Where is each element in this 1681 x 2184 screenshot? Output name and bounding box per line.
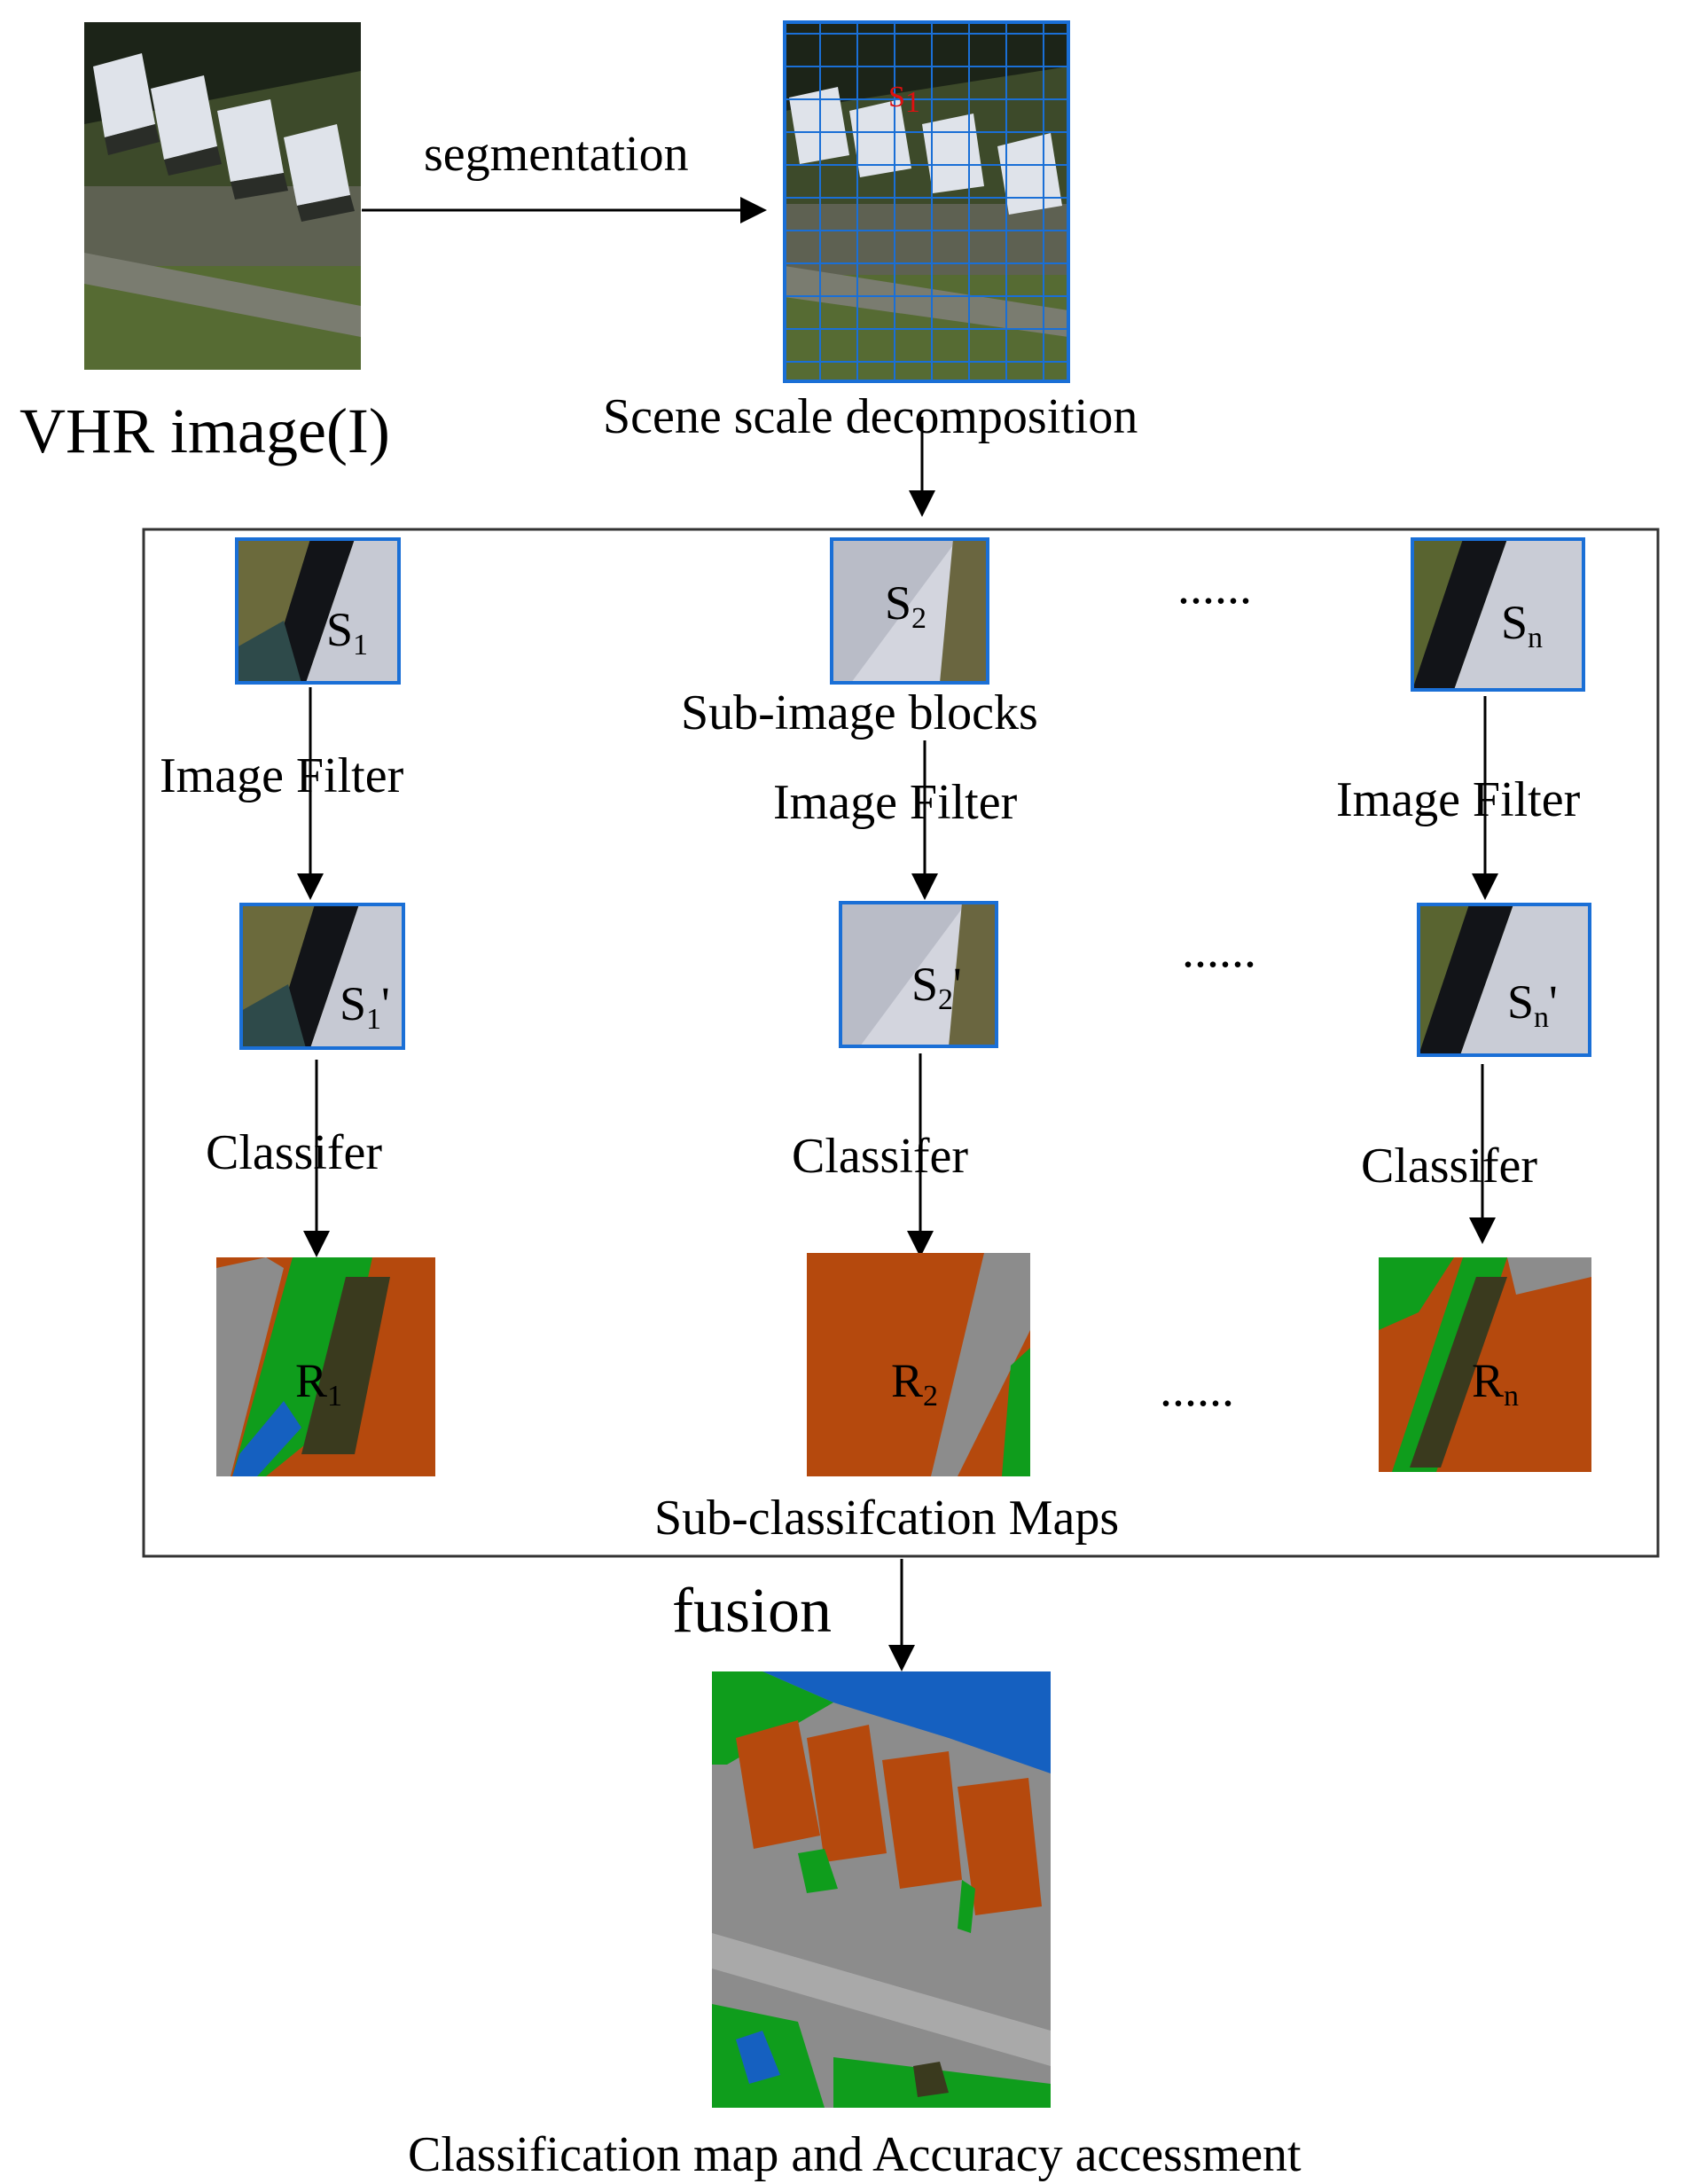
sub-maps-ellipsis: ...... bbox=[1160, 1362, 1234, 1417]
sub-block-n bbox=[1411, 537, 1585, 692]
sub-block-1-label: S1 bbox=[326, 603, 368, 661]
sub-block-n-label: Sn bbox=[1501, 596, 1543, 654]
sub-map-n-label: Rn bbox=[1472, 1354, 1519, 1413]
sub-maps-caption: Sub-classifcation Maps bbox=[654, 1491, 1119, 1546]
sub-block-2 bbox=[830, 537, 989, 685]
sub-map-2 bbox=[807, 1253, 1030, 1476]
sub-block-1 bbox=[235, 537, 401, 685]
sub-processing-frame bbox=[142, 528, 1660, 1558]
classifier-label-2: Classifer bbox=[792, 1129, 968, 1184]
filtered-blocks-ellipsis: ...... bbox=[1182, 923, 1256, 978]
final-map-caption: Classification map and Accuracy accessme… bbox=[408, 2127, 1302, 2182]
decomposed-image bbox=[783, 20, 1070, 383]
sub-map-n bbox=[1379, 1257, 1591, 1472]
vhr-input-image bbox=[84, 22, 361, 370]
fusion-label: fusion bbox=[672, 1575, 832, 1646]
filter-label-n: Image Filter bbox=[1336, 772, 1581, 827]
filtered-block-1-label: S1' bbox=[340, 977, 390, 1036]
segmentation-label: segmentation bbox=[424, 127, 689, 182]
filtered-block-2 bbox=[839, 901, 998, 1048]
filtered-block-n-label: Sn' bbox=[1507, 975, 1558, 1034]
classifier-label-n: Classifer bbox=[1361, 1139, 1537, 1194]
sub-map-2-label: R2 bbox=[891, 1354, 938, 1413]
vhr-image-caption: VHR image(I) bbox=[20, 395, 390, 466]
sub-map-1 bbox=[216, 1257, 435, 1476]
sub-map-1-label: R1 bbox=[295, 1354, 342, 1413]
filtered-block-2-label: S2' bbox=[911, 958, 962, 1016]
final-classification-map bbox=[712, 1671, 1051, 2108]
sub-block-2-label: S2 bbox=[885, 576, 927, 635]
filter-label-1: Image Filter bbox=[160, 748, 404, 803]
filter-label-2: Image Filter bbox=[773, 775, 1018, 830]
sub-blocks-ellipsis: ...... bbox=[1177, 560, 1252, 614]
decomposition-caption: Scene scale decomposition bbox=[603, 389, 1138, 444]
filtered-block-1 bbox=[239, 903, 405, 1050]
decomp-block-label: S1 bbox=[888, 81, 920, 119]
sub-blocks-caption: Sub-image blocks bbox=[681, 685, 1038, 740]
filtered-block-n bbox=[1417, 903, 1591, 1057]
classifier-label-1: Classifer bbox=[206, 1125, 382, 1180]
